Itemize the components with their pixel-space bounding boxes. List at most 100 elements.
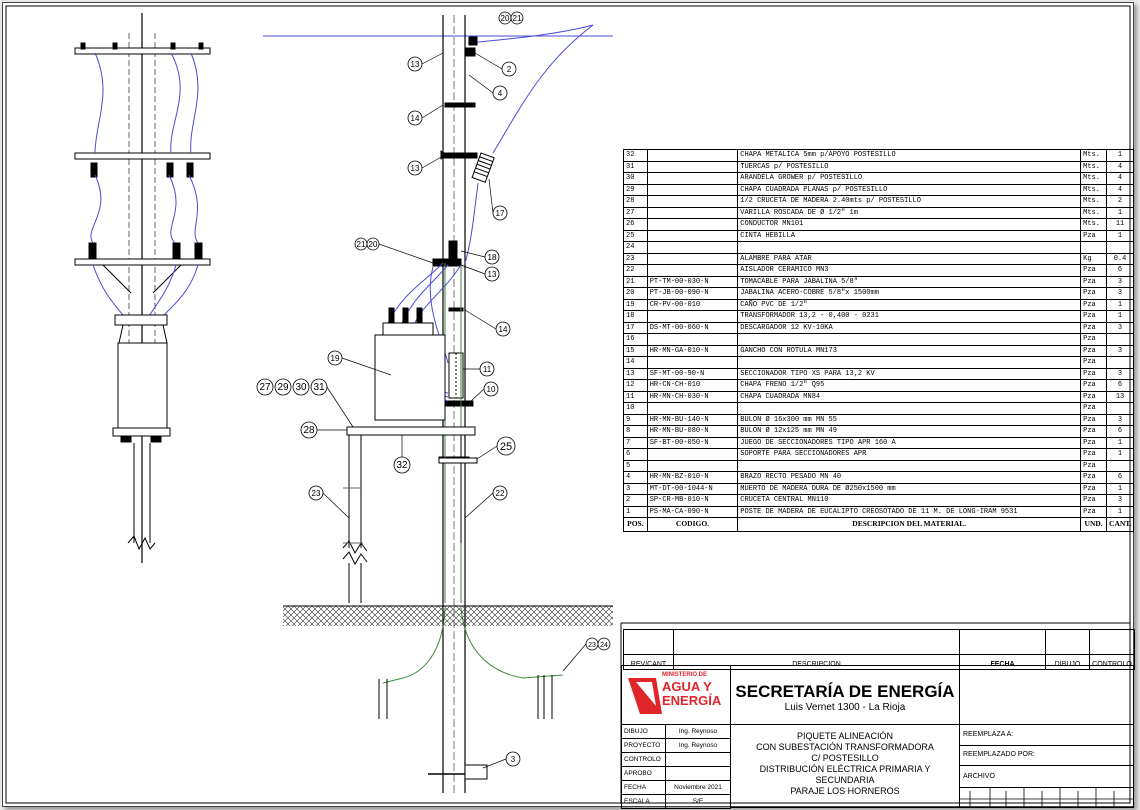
material-desc: ARANDELA GROWER p/ POSTESILLO xyxy=(737,172,1082,185)
rev-cell xyxy=(1045,629,1090,655)
material-desc: SOPORTE PARA SECCIONADORES APR xyxy=(737,448,1082,461)
org-box: SECRETARÍA DE ENERGÍA Luis Vernet 1300 -… xyxy=(730,665,960,725)
callout-text: 25 xyxy=(500,441,512,453)
signature-role: FECHA xyxy=(621,780,666,795)
material-unit: Pza xyxy=(1080,321,1108,334)
material-desc: DESCARGADOR 12 KV-10KA xyxy=(737,321,1082,334)
material-unit: Pza xyxy=(1080,425,1108,438)
material-unit: Mts. xyxy=(1080,206,1108,219)
material-desc: TOMACABLE PARA JABALINA 5/8" xyxy=(737,275,1082,288)
material-header-desc: DESCRIPCION DEL MATERIAL. xyxy=(737,517,1082,532)
material-desc: CHAPA CUADRADA MN84 xyxy=(737,390,1082,403)
material-desc: BULON Ø 12x125 mm MN 49 xyxy=(737,425,1082,438)
material-unit: Kg xyxy=(1080,252,1108,265)
material-header-pos: POS. xyxy=(623,517,648,532)
callout-text: 24 xyxy=(600,642,608,649)
project-line: CON SUBESTACIÓN TRANSFORMADORA xyxy=(756,742,934,752)
callout-text: 23 xyxy=(312,489,321,498)
material-pos: 25 xyxy=(623,229,648,242)
material-header-unit: UND. xyxy=(1080,517,1108,532)
material-pos: 11 xyxy=(623,390,648,403)
material-pos: 3 xyxy=(623,482,648,495)
org-title: SECRETARÍA DE ENERGÍA xyxy=(735,682,955,701)
material-qty: 3 xyxy=(1106,275,1134,288)
material-pos: 12 xyxy=(623,379,648,392)
material-pos: 21 xyxy=(623,275,648,288)
material-code xyxy=(646,183,739,196)
material-unit: Pza xyxy=(1080,298,1108,311)
material-qty: 1 xyxy=(1106,482,1134,495)
material-pos: 15 xyxy=(623,344,648,357)
material-pos: 30 xyxy=(623,172,648,185)
material-code: HR-MN-BZ-010-N xyxy=(646,471,739,484)
material-pos: 31 xyxy=(623,160,648,173)
material-code xyxy=(646,160,739,173)
material-qty xyxy=(1106,333,1134,346)
material-qty xyxy=(1106,356,1134,369)
material-code xyxy=(646,206,739,219)
material-qty: 1 xyxy=(1106,505,1134,518)
material-unit: Pza xyxy=(1080,229,1108,242)
material-desc: JABALINA ACERO-COBRE 5/8"x 1500mm xyxy=(737,287,1082,300)
signature-name xyxy=(665,752,731,767)
callout-text: 4 xyxy=(498,89,503,98)
callout-text: 29 xyxy=(277,382,289,393)
rev-cell xyxy=(623,629,674,655)
callout-text: 21 xyxy=(513,14,522,23)
signature-role: CONTROLO xyxy=(621,752,666,767)
material-unit: Pza xyxy=(1080,402,1108,415)
callouts xyxy=(256,11,611,769)
material-unit: Pza xyxy=(1080,413,1108,426)
front-view xyxy=(74,13,211,563)
replaced-by-label: REEMPLAZADO POR: xyxy=(963,751,1035,758)
material-code: MT-DT-00-1044-N xyxy=(646,482,739,495)
material-pos: 2 xyxy=(623,494,648,507)
material-unit: Pza xyxy=(1080,505,1108,518)
archive-grid xyxy=(960,787,1133,807)
material-code xyxy=(646,172,739,185)
material-row: 10 Pza xyxy=(623,402,1134,415)
material-pos: 10 xyxy=(623,402,648,415)
material-qty: 1 xyxy=(1106,206,1134,219)
material-code xyxy=(646,252,739,265)
material-pos: 7 xyxy=(623,436,648,449)
material-code: SF-MT-00-90-N xyxy=(646,367,739,380)
material-code xyxy=(646,402,739,415)
replaces-label: REEMPLAZA A: xyxy=(963,731,1014,738)
project-title: PIQUETE ALINEACIÓN CON SUBESTACIÓN TRANS… xyxy=(731,731,959,797)
material-pos: 28 xyxy=(623,195,648,208)
material-header-code: CODIGO. xyxy=(646,517,739,532)
material-code xyxy=(646,310,739,323)
material-desc: BULON Ø 16x300 mm MN 55 xyxy=(737,413,1082,426)
material-code xyxy=(646,218,739,231)
material-unit: Pza xyxy=(1080,436,1108,449)
material-code: HR-MN-GA-010-N xyxy=(646,344,739,357)
material-unit: Pza xyxy=(1080,390,1108,403)
material-desc: CRUCETA CENTRAL MN110 xyxy=(737,494,1082,507)
material-qty: 11 xyxy=(1106,218,1134,231)
material-desc xyxy=(737,459,1082,472)
material-pos: 6 xyxy=(623,448,648,461)
material-unit: Mts. xyxy=(1080,218,1108,231)
material-unit: Pza xyxy=(1080,459,1108,472)
material-desc: CHAPA FRENO 1/2" Q95 xyxy=(737,379,1082,392)
material-desc: CHAPA CUADRADA PLANAS p/ POSTESILLO xyxy=(737,183,1082,196)
project-box: PIQUETE ALINEACIÓN CON SUBESTACIÓN TRANS… xyxy=(730,724,960,808)
material-pos: 22 xyxy=(623,264,648,277)
callout-text: 19 xyxy=(331,354,340,363)
material-pos: 9 xyxy=(623,413,648,426)
material-pos: 5 xyxy=(623,459,648,472)
